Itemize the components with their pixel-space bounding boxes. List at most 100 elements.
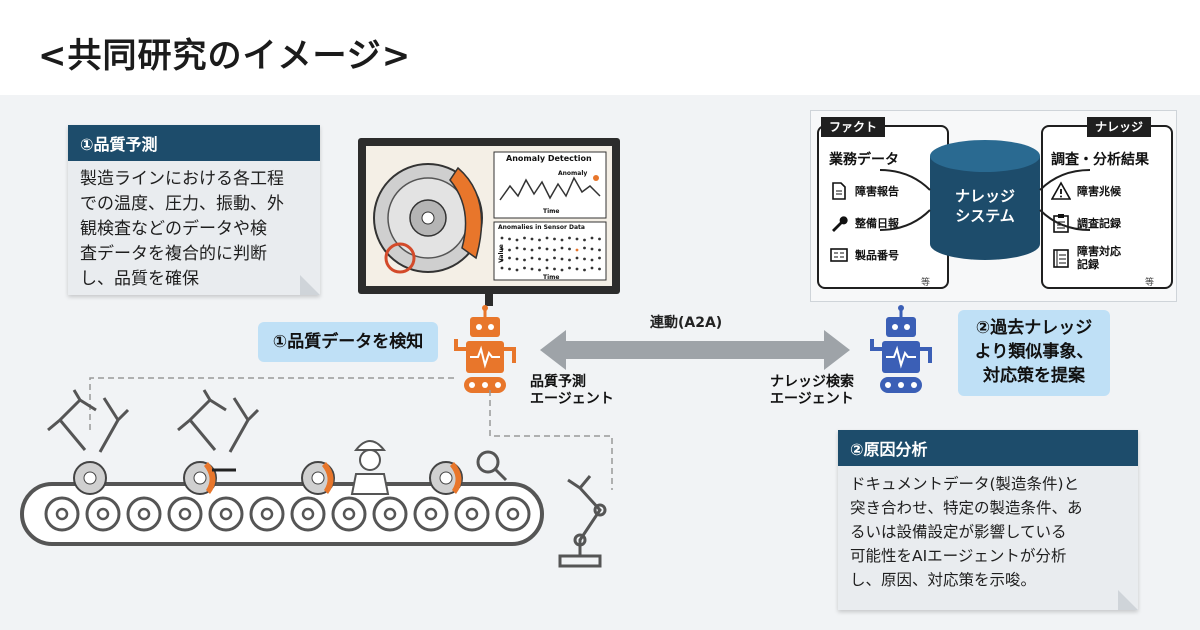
sensor-dot	[568, 247, 571, 251]
page-fold-corner	[1118, 590, 1138, 610]
quality-agent-label: 品質予測 エージェント	[530, 374, 614, 407]
sensor-dot	[538, 257, 541, 261]
sensor-dot	[538, 268, 541, 272]
sensor-dot	[500, 236, 504, 240]
knowledge-item-label: 調査記録	[1077, 216, 1121, 230]
fact-subheading: 業務データ	[829, 152, 899, 168]
fact-item-maintenance-log: 整備日報	[829, 213, 899, 233]
scatter-time-axis: Time	[543, 274, 560, 281]
conveyor-rollers	[44, 496, 531, 532]
sensor-dot	[575, 267, 579, 271]
conveyor-roller-hub	[342, 507, 356, 521]
sensor-dot	[590, 258, 594, 262]
brake-disc-icon	[373, 163, 483, 274]
suggest-bubble: ②過去ナレッジ より類似事象、 対応策を提案	[958, 310, 1110, 396]
database-icon	[930, 140, 1040, 260]
notebook-icon	[1053, 249, 1069, 268]
wrench-icon	[832, 216, 848, 232]
sensor-dot	[568, 266, 571, 270]
conveyor-roller-hub	[96, 507, 110, 521]
sensor-dot	[560, 257, 564, 261]
knowledge-panel	[1041, 125, 1173, 289]
sensor-dot	[508, 256, 511, 260]
a2a-arrow	[540, 330, 850, 370]
fact-item-product-number: 製品番号	[829, 245, 899, 265]
sensor-dot	[598, 237, 601, 241]
conveyor-roller-hub	[506, 507, 520, 521]
robot-arm-icon	[177, 389, 260, 453]
knowledge-subheading: 調査・分析結果	[1051, 152, 1149, 168]
anomaly-time-axis: Time	[543, 208, 560, 215]
sensor-dot	[530, 256, 534, 260]
sensor-dot	[568, 258, 571, 262]
sensor-dot	[500, 247, 504, 251]
sensor-dot	[508, 267, 511, 271]
knowledge-item-investigation-record: 調査記録	[1051, 213, 1121, 233]
sensor-dot	[553, 267, 556, 271]
sensor-dot	[545, 266, 549, 270]
sensor-dot	[598, 248, 601, 252]
fact-etc: 等	[921, 278, 931, 288]
sensor-dot	[568, 236, 571, 240]
quality-prediction-card: ①品質予測 製造ラインにおける各工程 での温度、圧力、振動、外 観検査などのデー…	[68, 125, 320, 295]
sensor-dot	[560, 268, 564, 272]
sensor-dot	[583, 257, 586, 261]
monitor-stand	[485, 294, 493, 306]
sensor-dot	[538, 246, 541, 250]
sensor-dot	[598, 256, 601, 260]
anomaly-label: Anomaly	[558, 170, 588, 177]
sensor-dot	[523, 236, 526, 240]
sensor-dot	[545, 236, 549, 240]
warning-icon	[1051, 181, 1071, 200]
sensor-dot	[530, 237, 534, 241]
fact-item-label: 整備日報	[855, 216, 899, 230]
worker-icon	[350, 440, 390, 495]
root-cause-card: ②原因分析 ドキュメントデータ(製造条件)と 突き合わせ、特定の製造条件、あ る…	[838, 430, 1138, 610]
conveyor-roller-hub	[219, 507, 233, 521]
conveyor-roller-hub	[383, 507, 397, 521]
sensor-dot	[500, 266, 504, 270]
conveyor-roller-hub	[55, 507, 69, 521]
sensor-dot	[530, 248, 534, 252]
db-connector-left	[880, 169, 931, 231]
sensor-dot	[583, 246, 586, 250]
anomaly-monitor: Anomaly Detection Anomaly Time Anomalies…	[358, 138, 620, 306]
knowledge-agent-robot-icon	[870, 305, 932, 393]
sensor-dot	[583, 238, 586, 242]
scatter-value-axis: Value	[497, 244, 505, 263]
sensor-dot	[575, 237, 579, 241]
arm-connector	[489, 390, 613, 490]
sensor-dot	[553, 256, 556, 260]
page-title: <共同研究のイメージ>	[38, 36, 412, 76]
knowledge-system-label: ナレッジ システム	[954, 187, 1015, 225]
sensor-dot	[553, 248, 556, 252]
conveyor-roller-hub	[260, 507, 274, 521]
quality-agent-robot-icon	[454, 305, 516, 393]
sensor-scatter-panel	[493, 221, 607, 281]
conveyor-roller-hub	[301, 507, 315, 521]
knowledge-item-response-record: 障害対応 記録	[1051, 245, 1121, 271]
sensor-dot	[560, 246, 564, 250]
brake-disc-product	[73, 461, 107, 495]
db-connector-right	[1039, 169, 1090, 231]
sensor-dot	[530, 267, 534, 271]
a2a-label: 連動(A2A)	[650, 315, 723, 331]
sensor-line	[499, 176, 601, 201]
sensor-dot	[583, 268, 586, 272]
knowledge-item-label: 障害対応 記録	[1077, 245, 1121, 271]
root-cause-heading: ②原因分析	[838, 430, 1138, 466]
anomaly-marker	[593, 175, 599, 181]
sensor-dot	[523, 266, 526, 270]
magnifier-icon	[476, 450, 508, 482]
scatter-title: Anomalies in Sensor Data	[498, 224, 585, 231]
sensor-connector	[89, 377, 455, 430]
sensor-dot	[515, 268, 519, 272]
sensor-dot	[553, 237, 556, 241]
conveyor-roller-hub	[465, 507, 479, 521]
sensor-dot	[508, 248, 511, 252]
sensor-dot	[590, 266, 594, 270]
monitor-graphic	[358, 138, 620, 306]
sensor-dot	[545, 258, 549, 262]
root-cause-text: ドキュメントデータ(製造条件)と 突き合わせ、特定の製造条件、あ るいは設備設定…	[850, 475, 1083, 589]
sensor-dot	[575, 248, 579, 252]
